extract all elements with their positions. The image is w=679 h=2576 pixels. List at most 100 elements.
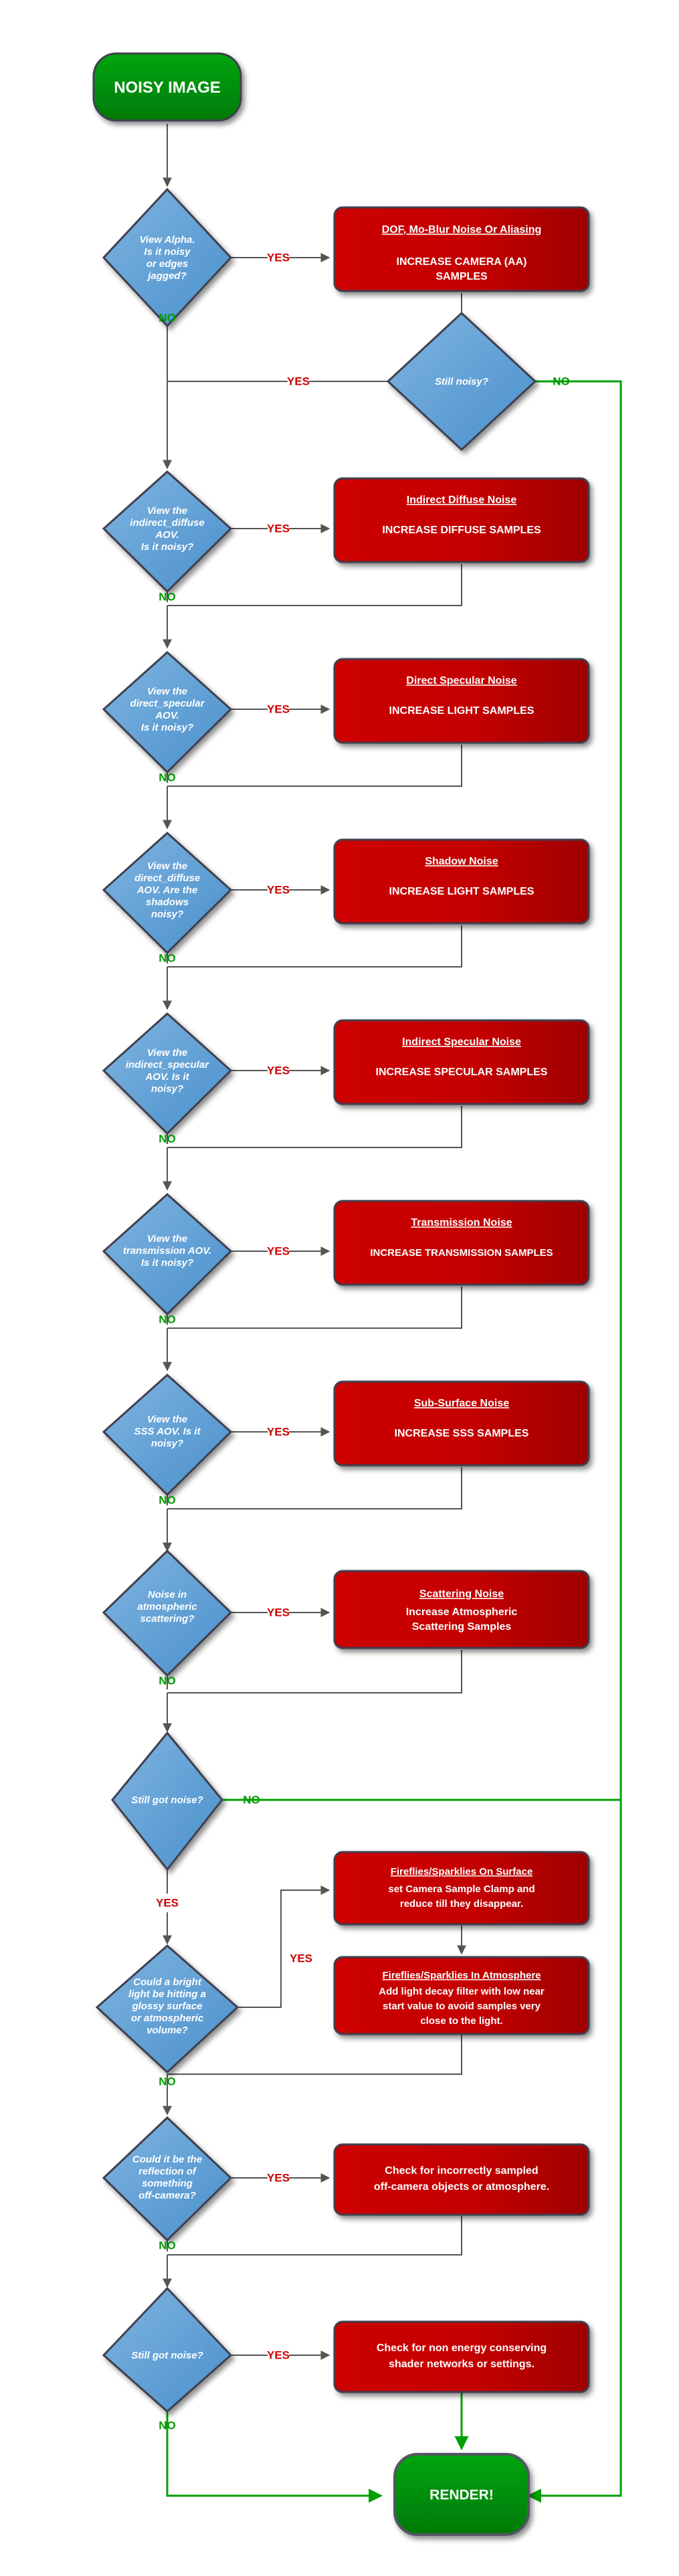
decision-transmission-line-1: transmission AOV. xyxy=(123,1245,211,1257)
node-action-fireflies-surface[interactable]: Fireflies/Sparklies On Surface set Camer… xyxy=(333,1851,590,1926)
edge-label-stillgotnoise2-yes: YES xyxy=(267,2349,290,2361)
node-action-scattering[interactable]: Scattering Noise Increase Atmospheric Sc… xyxy=(333,1570,590,1649)
node-start-label: NOISY IMAGE xyxy=(114,78,221,96)
link-atransmission-return xyxy=(167,1287,462,1329)
decision-sss-line-0: View the xyxy=(147,1414,187,1425)
edge-label-stillgotnoise2-no: NO xyxy=(159,2419,176,2431)
decision-direct-diffuse-line-4: noisy? xyxy=(151,909,183,920)
action-direct-specular-title: Direct Specular Noise xyxy=(406,675,517,686)
decision-direct-specular-line-2: AOV. xyxy=(155,710,179,721)
action-fireflies-surface-title: Fireflies/Sparklies On Surface xyxy=(391,1866,533,1877)
decision-transmission-line-0: View the xyxy=(147,1233,187,1245)
action-alpha-body-0: INCREASE CAMERA (AA) xyxy=(397,256,527,268)
decision-alpha-line-3: jagged? xyxy=(147,270,187,282)
action-transmission-title: Transmission Noise xyxy=(411,1217,512,1228)
decision-direct-specular-line-1: direct_specular xyxy=(130,698,205,709)
node-action-fireflies-atmosphere[interactable]: Fireflies/Sparklies In Atmosphere Add li… xyxy=(333,1956,590,2035)
decision-bright-light-line-3: or atmospheric xyxy=(131,2013,204,2024)
node-decision-still-got-noise-2[interactable]: Still got noise? xyxy=(102,2286,233,2413)
decision-scattering-line-0: Noise in xyxy=(148,1589,187,1600)
node-action-alpha[interactable]: DOF, Mo-Blur Noise Or Aliasing INCREASE … xyxy=(333,206,590,292)
action-alpha-body-1: SAMPLES xyxy=(435,271,488,282)
edge-label-alpha-no: NO xyxy=(159,311,176,324)
decision-transmission-line-2: Is it noisy? xyxy=(141,1257,193,1269)
link-brightlight-yes xyxy=(237,1885,330,2008)
node-action-offcamera[interactable]: Check for incorrectly sampled off-camera… xyxy=(333,2143,590,2216)
node-action-shadow[interactable]: Shadow Noise INCREASE LIGHT SAMPLES xyxy=(333,838,590,925)
action-fireflies-surface-body-0: set Camera Sample Clamp and xyxy=(388,1883,535,1895)
edge-label-brightlight-no: NO xyxy=(159,2075,176,2088)
node-decision-direct-specular[interactable]: View the direct_specular AOV. Is it nois… xyxy=(102,650,233,774)
node-decision-offcamera[interactable]: Could it be the reflection of something … xyxy=(102,2116,233,2242)
decision-still-got-noise-2-line-0: Still got noise? xyxy=(131,2350,203,2361)
edge-label-brightlight-yes: YES xyxy=(290,1952,312,1964)
action-indirect-diffuse-body-0: INCREASE DIFFUSE SAMPLES xyxy=(382,525,541,536)
decision-alpha-line-2: or edges xyxy=(147,258,189,270)
decision-bright-light-line-0: Could a bright xyxy=(133,1976,202,1988)
decision-indirect-diffuse-line-3: Is it noisy? xyxy=(141,541,193,553)
action-indirect-specular-body-0: INCREASE SPECULAR SAMPLES xyxy=(376,1067,548,1078)
decision-alpha-line-0: View Alpha. xyxy=(139,234,195,246)
decision-direct-diffuse-line-2: AOV. Are the xyxy=(136,885,198,896)
decision-direct-specular-line-0: View the xyxy=(147,686,187,697)
node-decision-direct-diffuse[interactable]: View the direct_diffuse AOV. Are the sha… xyxy=(102,831,233,955)
edge-label-sss-no: NO xyxy=(159,1493,176,1506)
edge-label-offcamera-no: NO xyxy=(159,2239,176,2251)
edge-label-transmission-yes: YES xyxy=(267,1245,290,1257)
node-action-transmission[interactable]: Transmission Noise INCREASE TRANSMISSION… xyxy=(333,1200,590,1286)
decision-still-got-noise-1-line-0: Still got noise? xyxy=(131,1795,203,1806)
link-aindirectspecular-return xyxy=(167,1106,462,1148)
edge-label-transmission-no: NO xyxy=(159,1313,176,1325)
node-decision-still-got-noise-1[interactable]: Still got noise? xyxy=(111,1731,223,1871)
link-asss-return xyxy=(167,1467,462,1509)
node-action-indirect-specular[interactable]: Indirect Specular Noise INCREASE SPECULA… xyxy=(333,1019,590,1105)
link-ashadow-return xyxy=(167,925,462,968)
node-decision-still-noisy[interactable]: Still noisy? xyxy=(386,311,537,452)
node-decision-sss[interactable]: View the SSS AOV. Is it noisy? xyxy=(102,1373,233,1497)
decision-indirect-specular-line-3: noisy? xyxy=(151,1083,183,1095)
node-action-shader[interactable]: Check for non energy conserving shader n… xyxy=(333,2320,590,2393)
action-sss-title: Sub-Surface Noise xyxy=(414,1398,509,1409)
node-decision-alpha[interactable]: View Alpha. Is it noisy or edges jagged? xyxy=(102,187,233,328)
edge-label-directspecular-yes: YES xyxy=(267,703,290,715)
action-fireflies-atmosphere-body-0: Add light decay filter with low near xyxy=(379,1986,545,1997)
node-decision-scattering[interactable]: Noise in atmospheric scattering? xyxy=(102,1549,233,1677)
node-action-indirect-diffuse[interactable]: Indirect Diffuse Noise INCREASE DIFFUSE … xyxy=(333,477,590,563)
node-decision-bright-light[interactable]: Could a bright light be hitting a glossy… xyxy=(95,1944,239,2074)
node-decision-transmission[interactable]: View the transmission AOV. Is it noisy? xyxy=(102,1192,233,1316)
decision-still-noisy-line-0: Still noisy? xyxy=(435,376,488,387)
action-fireflies-atmosphere-body-1: start value to avoid samples very xyxy=(383,2001,541,2012)
decision-scattering-line-1: atmospheric xyxy=(137,1601,197,1613)
decision-bright-light-line-4: volume? xyxy=(147,2025,188,2036)
node-decision-indirect-diffuse[interactable]: View the indirect_diffuse AOV. Is it noi… xyxy=(102,470,233,593)
edge-label-indirectdiffuse-no: NO xyxy=(159,590,176,603)
action-shadow-title: Shadow Noise xyxy=(425,856,498,867)
decision-sss-line-2: noisy? xyxy=(151,1438,183,1449)
node-decision-indirect-specular[interactable]: View the indirect_specular AOV. Is it no… xyxy=(102,1012,233,1135)
node-start[interactable]: NOISY IMAGE xyxy=(92,52,242,122)
edge-label-sss-yes: YES xyxy=(267,1425,290,1438)
action-indirect-diffuse-title: Indirect Diffuse Noise xyxy=(407,494,517,506)
action-fireflies-surface-body-1: reduce till they disappear. xyxy=(400,1898,523,1910)
edge-label-indirectspecular-yes: YES xyxy=(267,1064,290,1077)
decision-direct-diffuse-line-0: View the xyxy=(147,860,187,872)
node-action-sss[interactable]: Sub-Surface Noise INCREASE SSS SAMPLES xyxy=(333,1380,590,1467)
decision-direct-diffuse-line-1: direct_diffuse xyxy=(134,872,200,884)
decision-alpha-line-1: Is it noisy xyxy=(144,246,191,258)
action-direct-specular-body-0: INCREASE LIGHT SAMPLES xyxy=(389,705,535,717)
edge-label-offcamera-yes: YES xyxy=(267,2171,290,2184)
action-fireflies-atmosphere-title: Fireflies/Sparklies In Atmosphere xyxy=(382,1970,541,1981)
decision-bright-light-line-1: light be hitting a xyxy=(128,1989,206,2000)
edge-label-scattering-no: NO xyxy=(159,1674,176,1687)
action-shadow-body-0: INCREASE LIGHT SAMPLES xyxy=(389,886,535,897)
edge-label-directdiffuse-yes: YES xyxy=(267,883,290,896)
node-end[interactable]: RENDER! xyxy=(393,2453,530,2536)
edge-label-stillgotnoise1-yes: YES xyxy=(156,1896,179,1909)
node-action-direct-specular[interactable]: Direct Specular Noise INCREASE LIGHT SAM… xyxy=(333,658,590,744)
action-shader-body-1: shader networks or settings. xyxy=(389,2359,535,2370)
edge-label-directdiffuse-no: NO xyxy=(159,951,176,964)
edge-label-indirectspecular-no: NO xyxy=(159,1132,176,1145)
decision-bright-light-line-2: glossy surface xyxy=(131,2001,202,2012)
action-scattering-body-0: Increase Atmospheric xyxy=(406,1606,518,1618)
